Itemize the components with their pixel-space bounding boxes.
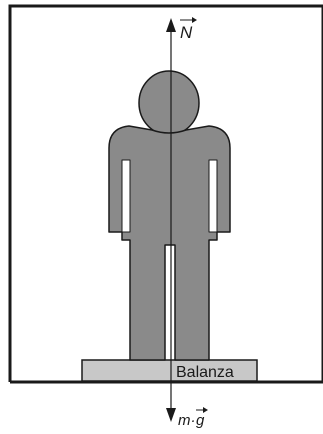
weight-g-text: g (196, 412, 205, 429)
weight-label: m· g (178, 407, 208, 429)
person-head (139, 71, 199, 135)
left-arm-gap (122, 160, 130, 232)
normal-force-vector-tip (192, 17, 197, 23)
normal-force-arrowhead (166, 18, 176, 32)
person-figure (109, 71, 230, 360)
weight-prefix-text: m· (178, 412, 196, 429)
normal-force-label: N (180, 17, 197, 42)
scale-label: Balanza (176, 364, 234, 381)
right-arm-gap (209, 160, 217, 232)
weight-vector-tip (203, 407, 208, 413)
normal-force-text: N (180, 23, 193, 42)
weight-arrowhead (166, 408, 176, 422)
